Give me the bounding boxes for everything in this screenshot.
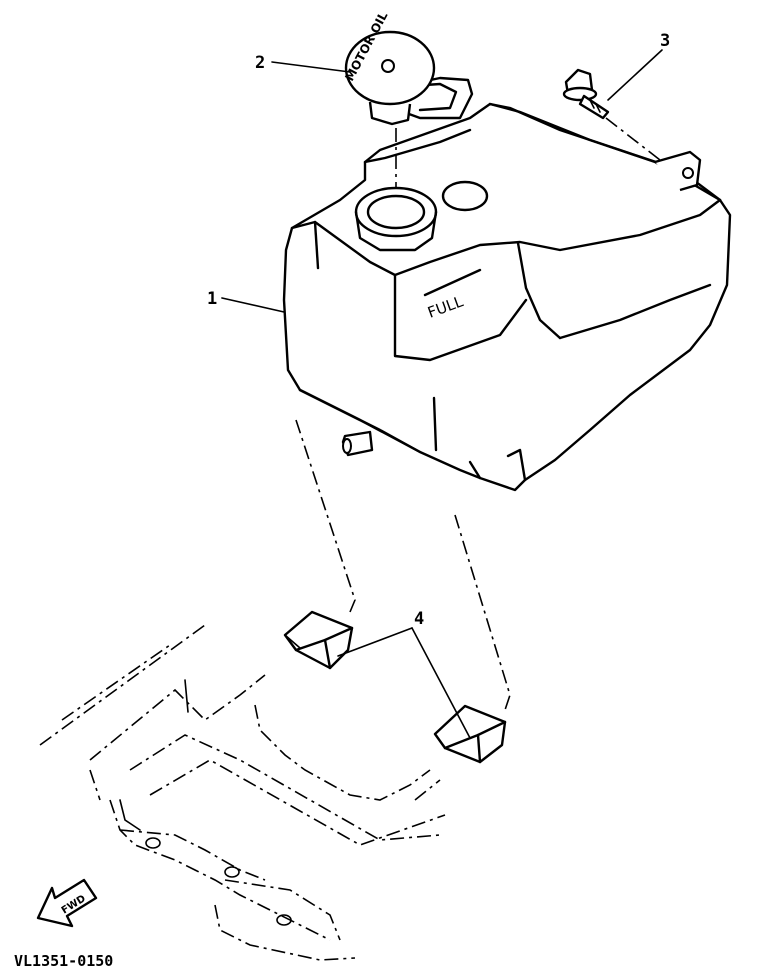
frame-bracket <box>39 624 446 961</box>
oil-tank-cap: MOTOR OIL <box>342 9 474 126</box>
assembly-guide-lines <box>295 117 661 711</box>
diagram-part-code: VL1351-0150 <box>14 952 113 970</box>
oil-tank: FULL <box>282 102 732 492</box>
damper-upper <box>283 610 354 670</box>
damper-lower <box>433 704 507 764</box>
callout-2: 2 <box>255 53 265 73</box>
leader-lines <box>221 49 663 739</box>
callout-4: 4 <box>414 609 424 629</box>
bolt <box>562 68 610 120</box>
callout-3: 3 <box>660 31 670 51</box>
callout-1: 1 <box>207 289 217 309</box>
fwd-arrow-icon: FWD <box>36 878 98 928</box>
